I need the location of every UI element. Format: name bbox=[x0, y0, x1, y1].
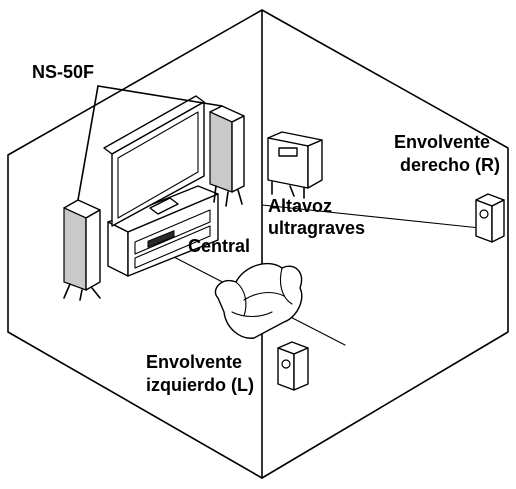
surround-right-label-line2: derecho (R) bbox=[400, 155, 500, 175]
center-speaker-label: Central bbox=[188, 236, 250, 256]
front-speaker-pointer-lines bbox=[77, 85, 223, 201]
subwoofer-label-line1: Altavoz bbox=[268, 196, 332, 216]
surround-left-label-line2: izquierdo (L) bbox=[146, 375, 254, 395]
surround-right-speaker-icon bbox=[475, 193, 505, 243]
surround-left-label-line1: Envolvente bbox=[146, 352, 242, 372]
front-speakers-label: NS-50F bbox=[32, 62, 94, 82]
front-right-speaker-icon bbox=[209, 105, 245, 207]
surround-right-label-line1: Envolvente bbox=[394, 132, 490, 152]
surround-left-speaker-icon bbox=[277, 341, 309, 391]
subwoofer-label-line2: ultragraves bbox=[268, 218, 365, 238]
tv-icon bbox=[103, 95, 205, 227]
front-left-speaker-icon bbox=[63, 199, 101, 301]
room-walls bbox=[7, 9, 509, 479]
subwoofer-icon bbox=[267, 131, 323, 199]
armchair-icon bbox=[214, 263, 303, 339]
